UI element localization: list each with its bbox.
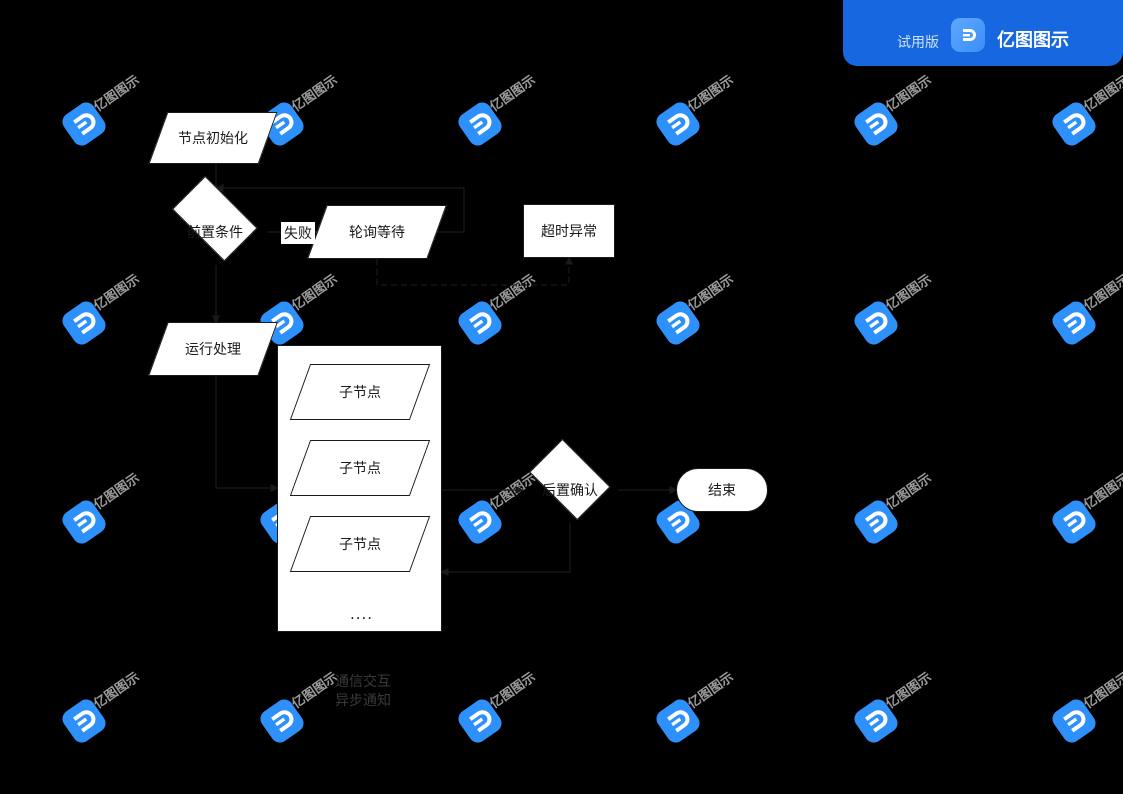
node-precondition[interactable]: 前置条件 <box>163 176 267 265</box>
node-end[interactable]: 结束 <box>676 468 768 512</box>
node-label: 前置条件 <box>187 225 243 241</box>
node-label: 运行处理 <box>185 342 241 358</box>
legend-line-2: 异步通知 <box>335 693 391 709</box>
trial-label: 试用版 <box>897 35 939 51</box>
node-label: 轮询等待 <box>349 225 405 241</box>
legend-line-1: 通信交互 <box>335 674 391 690</box>
edraw-logo-icon <box>951 18 985 52</box>
node-run-process[interactable]: 运行处理 <box>148 322 278 376</box>
node-label: 子节点 <box>339 461 381 477</box>
node-label: 后置确认 <box>542 483 598 499</box>
node-label: 子节点 <box>339 537 381 553</box>
edge-pollwait-loop-back <box>215 183 465 233</box>
node-child-1[interactable]: 子节点 <box>289 364 431 420</box>
node-node-init[interactable]: 节点初始化 <box>148 112 278 164</box>
edge-pollwait-to-timeout-dashed <box>376 256 574 286</box>
edge-postcheck-loop-back <box>440 523 571 577</box>
node-label: 超时异常 <box>541 224 597 240</box>
edge-run-to-subnodes <box>215 376 279 493</box>
node-child-3[interactable]: 子节点 <box>289 516 431 572</box>
node-post-confirm[interactable]: 后置确认 <box>522 438 618 523</box>
node-label: 结束 <box>708 483 736 499</box>
brand-name: 亿图图示 <box>997 30 1069 51</box>
subnode-ellipsis: .... <box>350 605 374 623</box>
node-label: 子节点 <box>339 385 381 401</box>
node-poll-wait[interactable]: 轮询等待 <box>307 205 447 259</box>
trial-banner[interactable]: 试用版 亿图图示 <box>843 0 1123 66</box>
edge-label-failure: 失败 <box>281 222 315 244</box>
node-label: 节点初始化 <box>178 131 248 147</box>
node-timeout-exception[interactable]: 超时异常 <box>523 204 615 258</box>
node-child-2[interactable]: 子节点 <box>289 440 431 496</box>
